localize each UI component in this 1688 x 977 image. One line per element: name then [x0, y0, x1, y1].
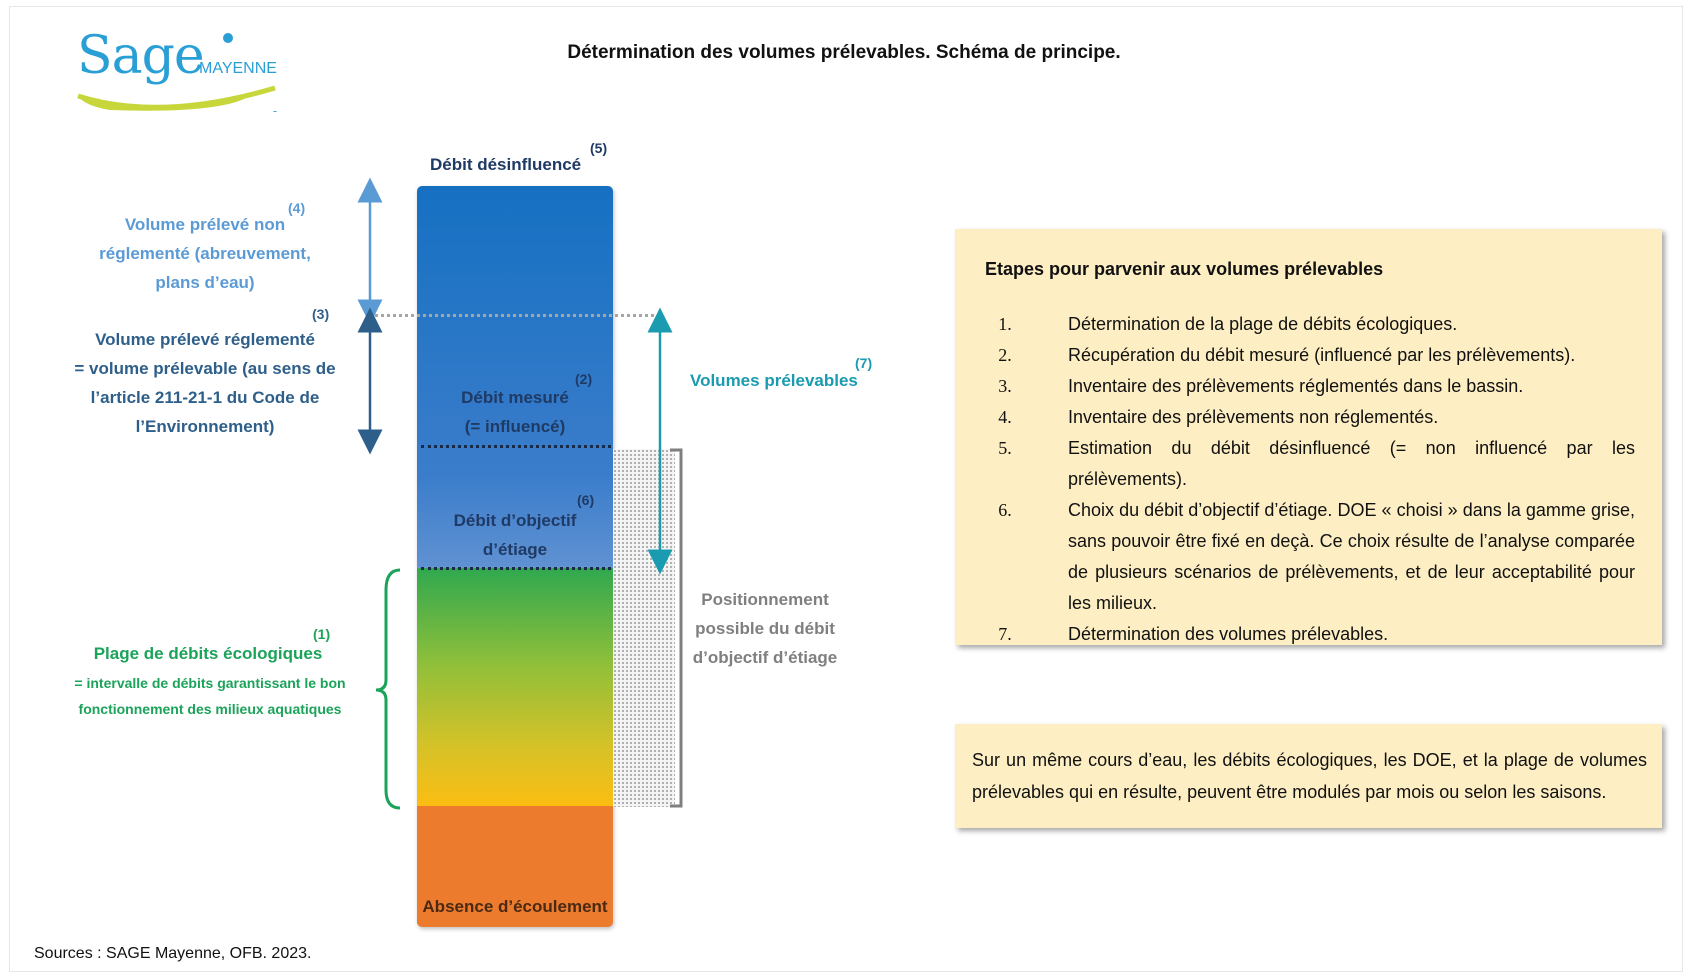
step-item: 3. Inventaire des prélèvements réglementé…: [985, 371, 1635, 402]
step-text: Détermination de la plage de débits écol…: [1068, 314, 1458, 334]
eco-range-brace: [375, 568, 401, 810]
doe-ref: (6): [577, 492, 595, 508]
figure-frame: [9, 6, 1683, 972]
page-title: Détermination des volumes prélevables. S…: [567, 42, 1121, 63]
top-label-ref: (5): [590, 140, 608, 156]
steps-list: 1. Détermination de la plage de débits éc…: [985, 309, 1635, 650]
positioning-line-2: possible du débit: [695, 619, 835, 638]
sage-logo: Sage MAYENNE: [70, 22, 310, 112]
regulated-volume-text: Volume prélevé réglementé = volume préle…: [60, 325, 350, 441]
step-number: 5.: [998, 438, 1012, 458]
doe-label-line-1: Débit d’objectif: [453, 511, 577, 530]
unregulated-line-1: Volume prélevé non: [124, 215, 286, 234]
step-number: 4.: [998, 407, 1012, 427]
step-item: 7. Détermination des volumes prélevables.: [985, 619, 1635, 650]
step-text: Inventaire des prélèvements non réglemen…: [1068, 407, 1439, 427]
eco-desc-line-2: fonctionnement des milieux aquatiques: [78, 701, 342, 717]
step-text: Récupération du débit mesuré (influencé …: [1068, 345, 1576, 365]
regulated-line-2: = volume prélevable (au sens de: [74, 359, 336, 378]
doe-possible-range: [613, 449, 675, 807]
logo-name: Sage: [77, 26, 205, 86]
no-flow-segment: [417, 806, 613, 927]
measured-flow-label: Débit mesuré (= influencé): [417, 383, 613, 441]
unregulated-limit-line: [370, 314, 660, 317]
flow-column: [417, 186, 613, 927]
regulated-line-1: Volume prélevé réglementé: [95, 330, 315, 349]
step-number: 7.: [998, 624, 1012, 644]
unregulated-volume-text: Volume prélevé non réglementé (abreuveme…: [80, 210, 330, 297]
step-item: 2. Récupération du débit mesuré (influenc…: [985, 340, 1635, 371]
eco-range-title: Plage de débits écologiques: [93, 644, 323, 663]
regulated-line-4: l’Environnement): [135, 417, 275, 436]
step-number: 1.: [998, 314, 1012, 334]
measured-ref: (2): [575, 371, 593, 387]
volumes-prelevables-label: Volumes prélevables: [690, 371, 858, 390]
step-item: 6. Choix du débit d’objectif d’étiage. DO…: [985, 495, 1635, 619]
column-top-label: Débit désinfluencé: [430, 150, 630, 179]
regulated-line-3: l’article 211-21-1 du Code de: [90, 388, 320, 407]
step-item: 5. Estimation du débit désinfluencé (= no…: [985, 433, 1635, 495]
positioning-line-3: d’objectif d’étiage: [692, 648, 838, 667]
doe-range-bracket: [670, 448, 683, 808]
source-note: Sources : SAGE Mayenne, OFB. 2023.: [34, 945, 312, 962]
note-text: Sur un même cours d’eau, les débits écol…: [972, 750, 1647, 802]
measured-label-line-1: Débit mesuré: [461, 388, 569, 407]
doe-line: [421, 567, 611, 570]
step-text: Estimation du débit désinfluencé (= non …: [1068, 438, 1635, 489]
step-number: 6.: [998, 500, 1012, 520]
step-text: Choix du débit d’objectif d’étiage. DOE …: [1068, 500, 1635, 613]
no-flow-label: Absence d’écoulement: [422, 897, 608, 916]
regulated-ref: (3): [312, 306, 330, 322]
doe-label: Débit d’objectif d’étiage: [417, 506, 613, 564]
step-text: Détermination des volumes prélevables.: [1068, 624, 1389, 644]
eco-desc-line-1: = intervalle de débits garantissant le b…: [74, 675, 346, 691]
unregulated-line-2: réglementé (abreuvement,: [99, 244, 311, 263]
doe-label-line-2: d’étiage: [482, 540, 548, 559]
unregulated-ref: (4): [288, 200, 306, 216]
positioning-line-1: Positionnement: [701, 590, 829, 609]
doe-positioning-text: Positionnement possible du débit d’objec…: [680, 585, 850, 672]
step-number: 3.: [998, 376, 1012, 396]
eco-ref: (1): [313, 626, 331, 642]
measured-flow-line: [421, 445, 611, 448]
measured-label-line-2: (= influencé): [464, 417, 566, 436]
steps-panel: Etapes pour parvenir aux volumes préleva…: [955, 229, 1662, 645]
step-item: 1. Détermination de la plage de débits éc…: [985, 309, 1635, 340]
step-item: 4. Inventaire des prélèvements non réglem…: [985, 402, 1635, 433]
volumes-prelevables-ref: (7): [855, 355, 873, 371]
logo-swoosh: [77, 33, 278, 112]
logo-subtitle: MAYENNE: [199, 60, 277, 77]
step-number: 2.: [998, 345, 1012, 365]
eco-range-description: = intervalle de débits garantissant le b…: [50, 670, 370, 722]
steps-heading: Etapes pour parvenir aux volumes préleva…: [985, 259, 1384, 279]
step-text: Inventaire des prélèvements réglementés …: [1068, 376, 1524, 396]
note-panel: Sur un même cours d’eau, les débits écol…: [955, 724, 1662, 828]
top-label-text: Débit désinfluencé: [430, 155, 582, 174]
unregulated-line-3: plans d’eau): [155, 273, 255, 292]
eco-range-segment: [417, 568, 613, 806]
